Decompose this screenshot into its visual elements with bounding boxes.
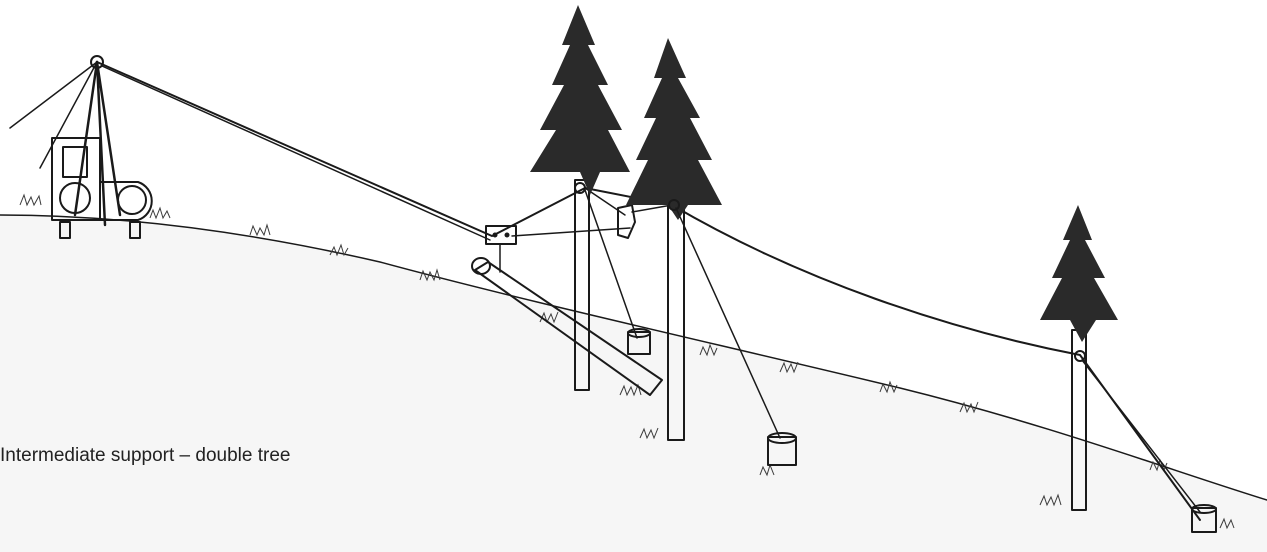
yarder-machine	[10, 56, 152, 238]
yarder-drum-right	[118, 186, 146, 214]
figure-caption: Intermediate support – double tree	[0, 445, 290, 467]
intermediate-support-jack	[618, 205, 635, 238]
